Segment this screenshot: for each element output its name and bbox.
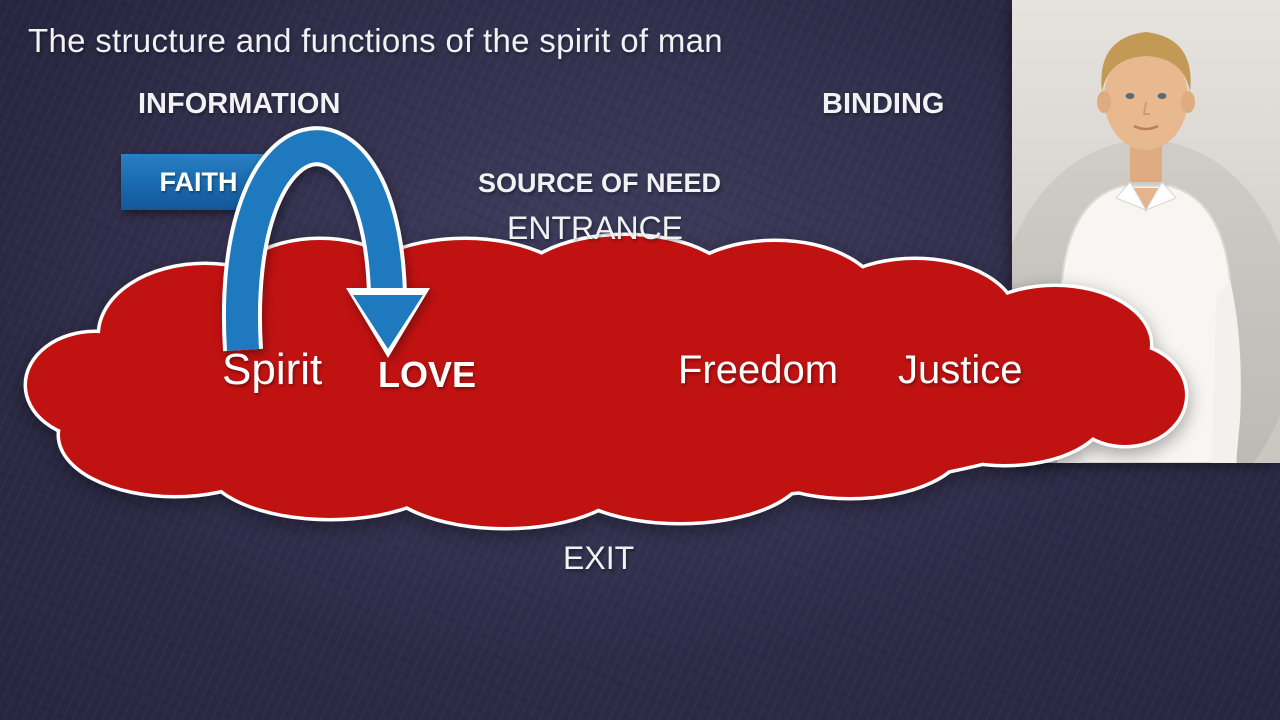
- label-entrance: ENTRANCE: [507, 210, 684, 246]
- man-eye-left: [1125, 93, 1135, 99]
- cloud-label-justice: Justice: [898, 348, 1023, 392]
- man-ear-left: [1097, 91, 1111, 113]
- man-arm-right: [1212, 280, 1241, 463]
- label-exit: EXIT: [563, 540, 635, 576]
- label-source-of-need: SOURCE OF NEED: [478, 168, 722, 198]
- man-collar-right: [1144, 181, 1177, 211]
- man-collar-left: [1115, 181, 1148, 211]
- cloud-label-freedom: Freedom: [678, 348, 839, 392]
- cloud-label-love: LOVE: [378, 354, 477, 395]
- man-hair: [1101, 32, 1191, 92]
- arrowhead: [353, 295, 423, 349]
- faith-box-label: FAITH: [159, 166, 238, 197]
- arrow-body: [225, 130, 403, 351]
- man-ear-right: [1181, 91, 1195, 113]
- man-mouth: [1133, 124, 1159, 131]
- man-eye-right: [1157, 93, 1167, 99]
- label-information: INFORMATION: [138, 88, 341, 120]
- cloud-label-spirit: Spirit: [222, 345, 323, 394]
- label-binding: BINDING: [822, 88, 945, 120]
- man-face: [1104, 46, 1188, 150]
- slide-title: The structure and functions of the spiri…: [28, 22, 723, 59]
- man-nose: [1142, 101, 1150, 115]
- man-collar-skin: [1132, 188, 1160, 212]
